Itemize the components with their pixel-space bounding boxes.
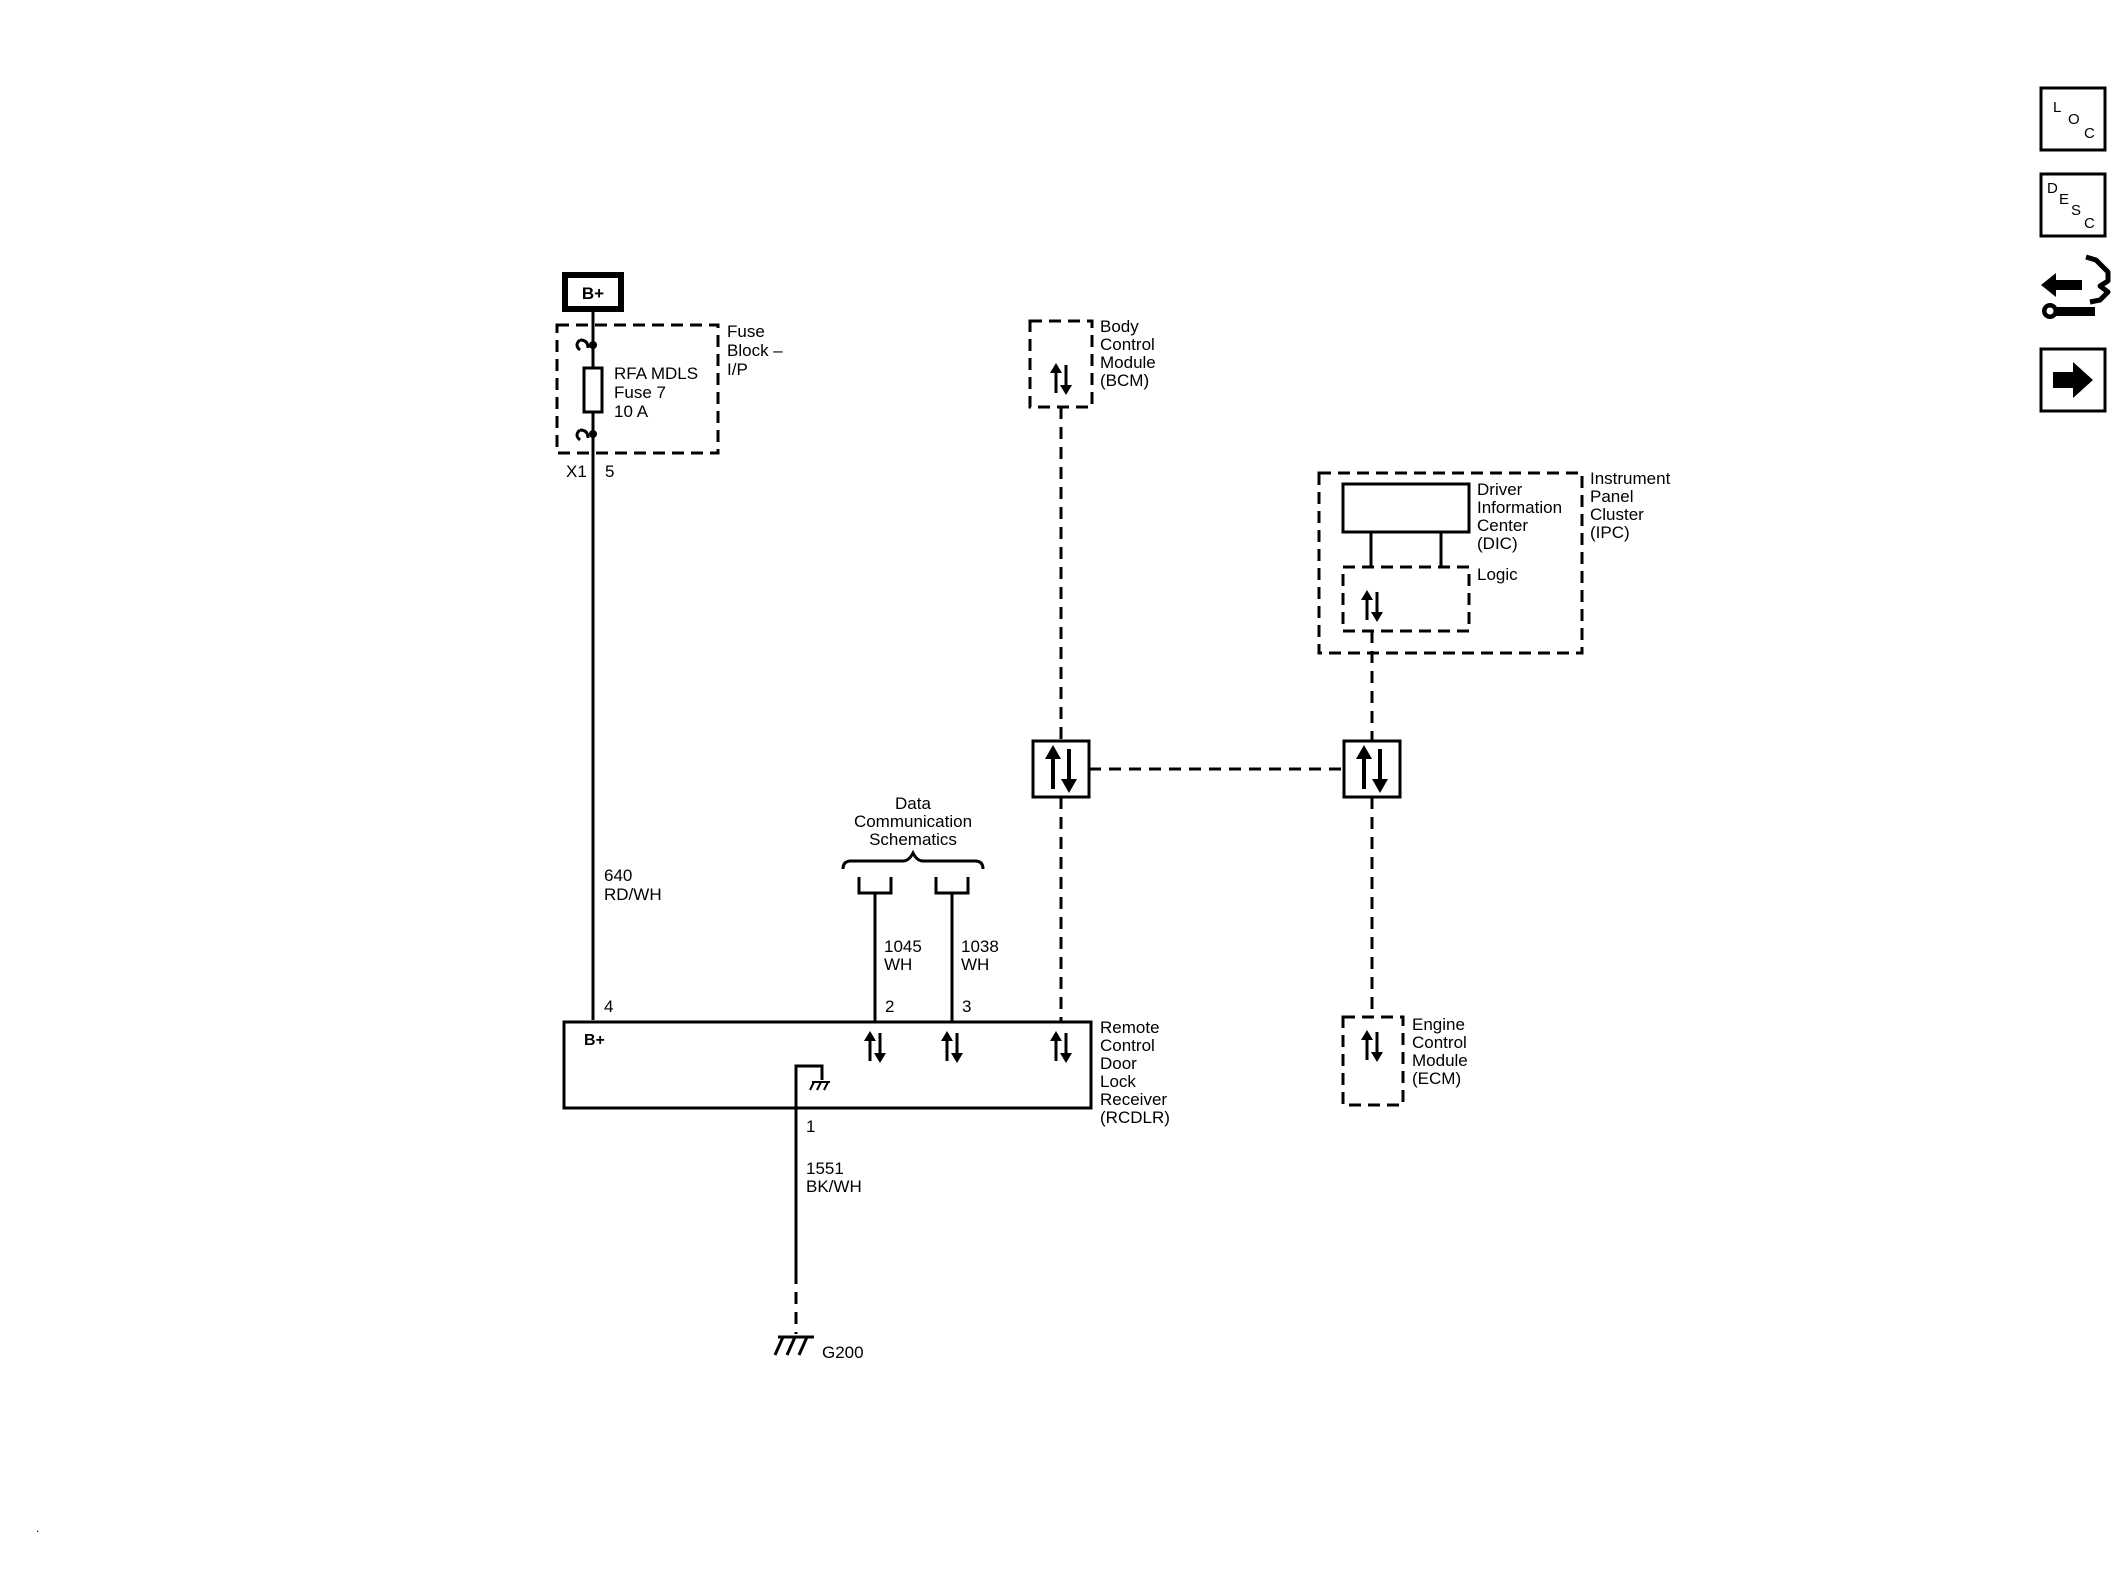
- data-comm-label-1: Data: [895, 794, 931, 813]
- fuse-block-title-3: I/P: [727, 360, 748, 379]
- wire-1038-circuit: 1038: [961, 937, 999, 956]
- connector-wrench-icon: [2041, 254, 2111, 319]
- wire-640-color: RD/WH: [604, 885, 662, 904]
- fuse-block-title-2: Block –: [727, 341, 783, 360]
- serial-data-splice-left: [1031, 739, 1091, 799]
- ipc-label-4: (IPC): [1590, 523, 1630, 542]
- serial-data-splice-right: [1342, 739, 1402, 799]
- fuse-rating-label: 10 A: [614, 402, 649, 421]
- fuse-7-symbol: [582, 366, 604, 414]
- battery-power-label: B+: [582, 284, 604, 303]
- ipc-logic-data-arrows: [1359, 588, 1385, 624]
- dic-label-3: Center: [1477, 516, 1528, 535]
- ecm-label-4: (ECM): [1412, 1069, 1461, 1088]
- rcdlr-pin-2: 2: [885, 997, 894, 1016]
- fuse-block-connector-label: X1: [566, 462, 587, 481]
- bcm-label-2: Control: [1100, 335, 1155, 354]
- ecm-label-2: Control: [1412, 1033, 1467, 1052]
- bcm-label-1: Body: [1100, 317, 1139, 336]
- desc-letter-s: S: [2071, 202, 2081, 219]
- rcdlr-pin-ground: 1: [806, 1117, 815, 1136]
- bcm-data-arrows: [1048, 361, 1074, 397]
- fuse-name-label: RFA MDLS: [614, 364, 698, 383]
- rcdlr-label-1: Remote: [1100, 1018, 1160, 1037]
- rcdlr-bplus-label: B+: [584, 1032, 605, 1049]
- wire-1045-color: WH: [884, 955, 912, 974]
- instrument-panel-cluster: Instrument Panel Cluster (IPC) Driver In…: [1317, 469, 1671, 655]
- data-comm-label-2: Communication: [854, 812, 972, 831]
- connector-tool-button[interactable]: [2041, 254, 2111, 319]
- rcdlr-label-2: Control: [1100, 1036, 1155, 1055]
- ecm-data-arrows: [1359, 1028, 1385, 1064]
- rcdlr-label-5: Receiver: [1100, 1090, 1167, 1109]
- dic-label-4: (DIC): [1477, 534, 1518, 553]
- ipc-label-1: Instrument: [1590, 469, 1671, 488]
- loc-letter-l: L: [2053, 99, 2061, 116]
- ipc-label-2: Panel: [1590, 487, 1633, 506]
- wire-1038-color: WH: [961, 955, 989, 974]
- battery-power-terminal: B+: [562, 272, 624, 312]
- ipc-label-3: Cluster: [1590, 505, 1644, 524]
- loc-letter-o: O: [2068, 111, 2080, 128]
- bcm-label-4: (BCM): [1100, 371, 1149, 390]
- data-comm-label-3: Schematics: [869, 830, 957, 849]
- loc-letter-c: C: [2084, 125, 2095, 142]
- body-control-module: Body Control Module (BCM): [1028, 317, 1156, 409]
- fuse-block: Fuse Block – I/P RFA MDLS Fuse 7 10 A X1…: [555, 309, 783, 1020]
- desc-letter-c: C: [2084, 215, 2095, 232]
- wire-640-circuit: 640: [604, 866, 632, 885]
- wire-1551-circuit: 1551: [806, 1159, 844, 1178]
- rcdlr-label-6: (RCDLR): [1100, 1108, 1170, 1127]
- wire-1045-circuit: 1045: [884, 937, 922, 956]
- driver-information-center-box: [1341, 482, 1471, 534]
- next-button[interactable]: [2039, 347, 2107, 413]
- desc-letter-d: D: [2047, 180, 2058, 197]
- footer-dot: .: [36, 1521, 39, 1535]
- arrow-right-icon: [2053, 362, 2093, 398]
- engine-control-module: Engine Control Module (ECM): [1341, 1015, 1468, 1107]
- ecm-label-1: Engine: [1412, 1015, 1465, 1034]
- bcm-label-3: Module: [1100, 353, 1156, 372]
- desc-letter-e: E: [2059, 191, 2069, 208]
- fuse-block-title-1: Fuse: [727, 322, 765, 341]
- ecm-label-3: Module: [1412, 1051, 1468, 1070]
- logic-label: Logic: [1477, 565, 1518, 584]
- desc-button[interactable]: D E S C: [2039, 172, 2107, 238]
- wire-1551-color: BK/WH: [806, 1177, 862, 1196]
- dic-label-1: Driver: [1477, 480, 1523, 499]
- rcdlr-label-4: Lock: [1100, 1072, 1136, 1091]
- dic-label-2: Information: [1477, 498, 1562, 517]
- fuse-number-label: Fuse 7: [614, 383, 666, 402]
- rcdlr-pin-3: 3: [962, 997, 971, 1016]
- ground-g200-label: G200: [822, 1343, 864, 1362]
- remote-control-door-lock-receiver: 4 2 3 B+ Remote Control Door Lock Receiv…: [562, 997, 1170, 1127]
- fuse-block-pin-label: 5: [605, 462, 614, 481]
- ground-g200-icon: [773, 1335, 814, 1356]
- internal-ground-icon: [809, 1081, 830, 1091]
- loc-button[interactable]: L O C: [2039, 86, 2107, 152]
- rcdlr-pin-bplus: 4: [604, 997, 613, 1016]
- rcdlr-label-3: Door: [1100, 1054, 1137, 1073]
- data-communication-schematics-ref: Data Communication Schematics: [841, 794, 985, 895]
